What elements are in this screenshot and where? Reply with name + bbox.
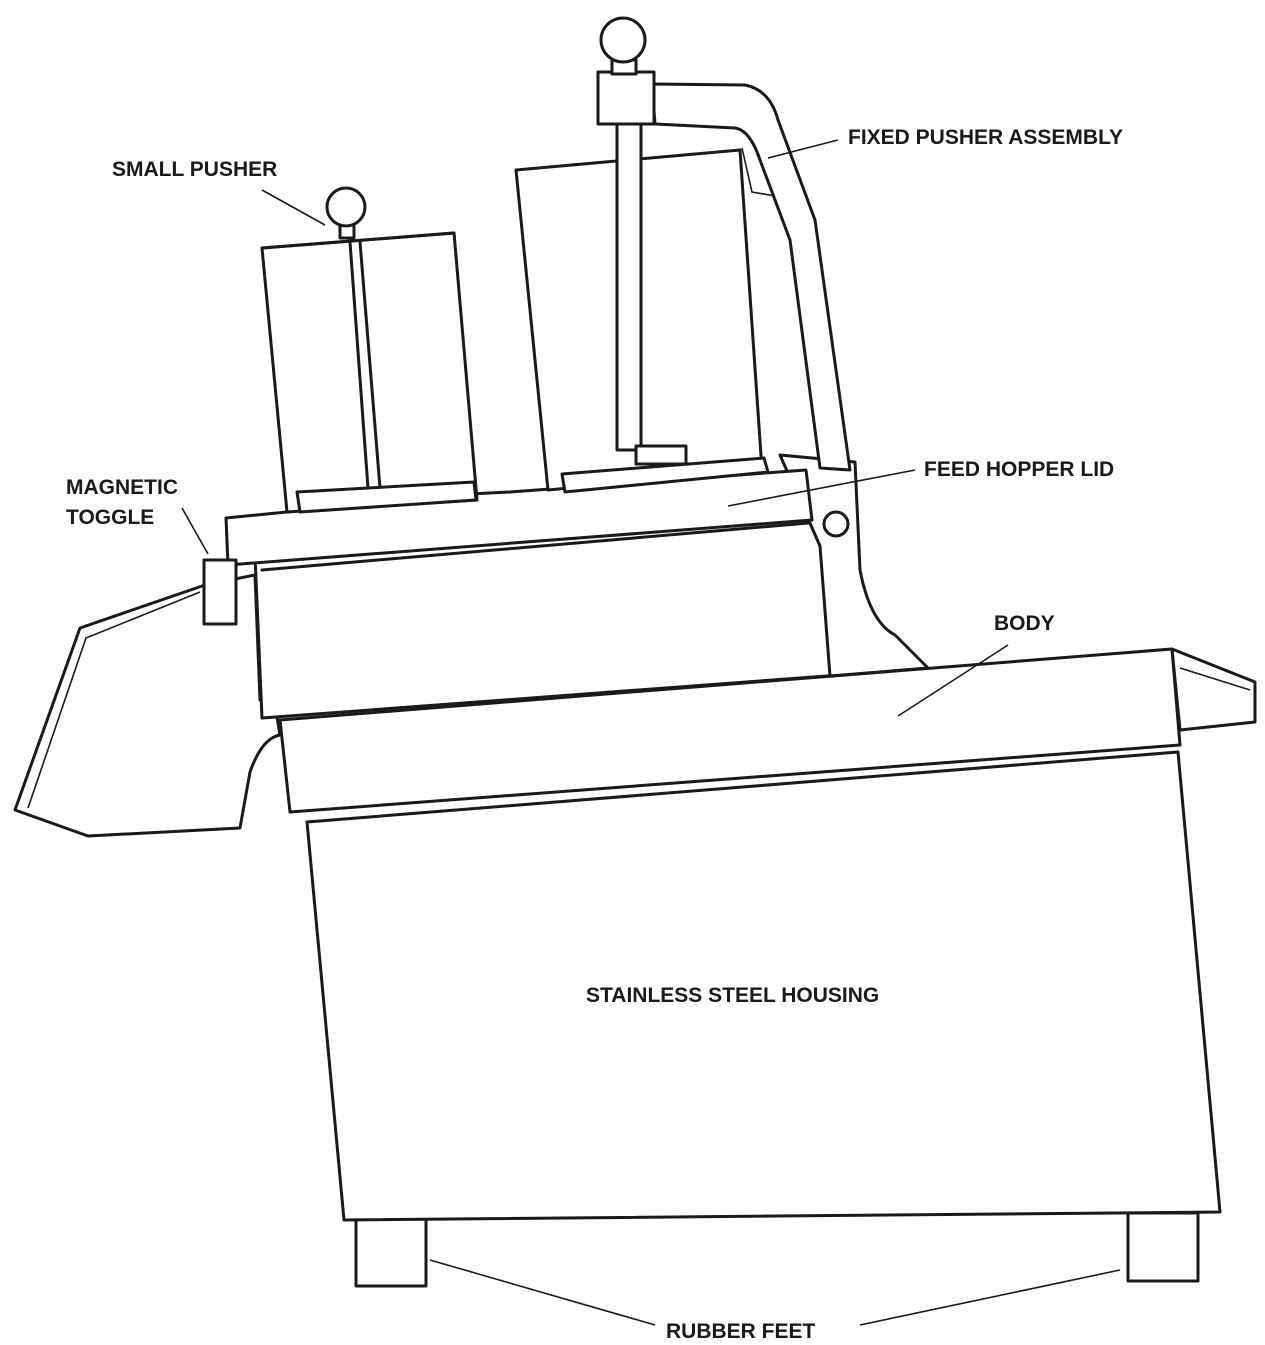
leader-body bbox=[897, 644, 1009, 717]
leader-lines bbox=[181, 139, 1121, 1326]
leader-rubber-feet-right bbox=[859, 1269, 1121, 1326]
label-small-pusher: SMALL PUSHER bbox=[112, 158, 277, 181]
label-body: BODY bbox=[994, 612, 1055, 635]
magnetic-toggle bbox=[202, 558, 238, 626]
label-magnetic-toggle-line1: MAGNETIC bbox=[66, 476, 178, 499]
fixed-pusher-assembly bbox=[514, 16, 852, 494]
label-feed-hopper-lid: FEED HOPPER LID bbox=[924, 458, 1114, 481]
leader-small-pusher bbox=[261, 189, 326, 226]
label-rubber-feet: RUBBER FEET bbox=[666, 1320, 816, 1343]
discharge-chute bbox=[13, 573, 282, 838]
rubber-foot-right bbox=[1126, 1211, 1200, 1283]
rubber-foot-left bbox=[354, 1216, 428, 1288]
leader-fixed-pusher bbox=[767, 139, 839, 159]
small-pusher bbox=[260, 186, 479, 514]
stainless-steel-housing bbox=[305, 750, 1222, 1222]
label-fixed-pusher-assembly: FIXED PUSHER ASSEMBLY bbox=[848, 126, 1123, 149]
label-magnetic-toggle-line2: TOGGLE bbox=[66, 506, 154, 529]
body bbox=[278, 647, 1257, 814]
leader-rubber-feet-left bbox=[429, 1259, 656, 1326]
leader-magnetic-toggle bbox=[181, 507, 209, 555]
label-stainless-steel-housing: STAINLESS STEEL HOUSING bbox=[586, 984, 879, 1007]
leader-feed-hopper-lid bbox=[727, 469, 916, 507]
